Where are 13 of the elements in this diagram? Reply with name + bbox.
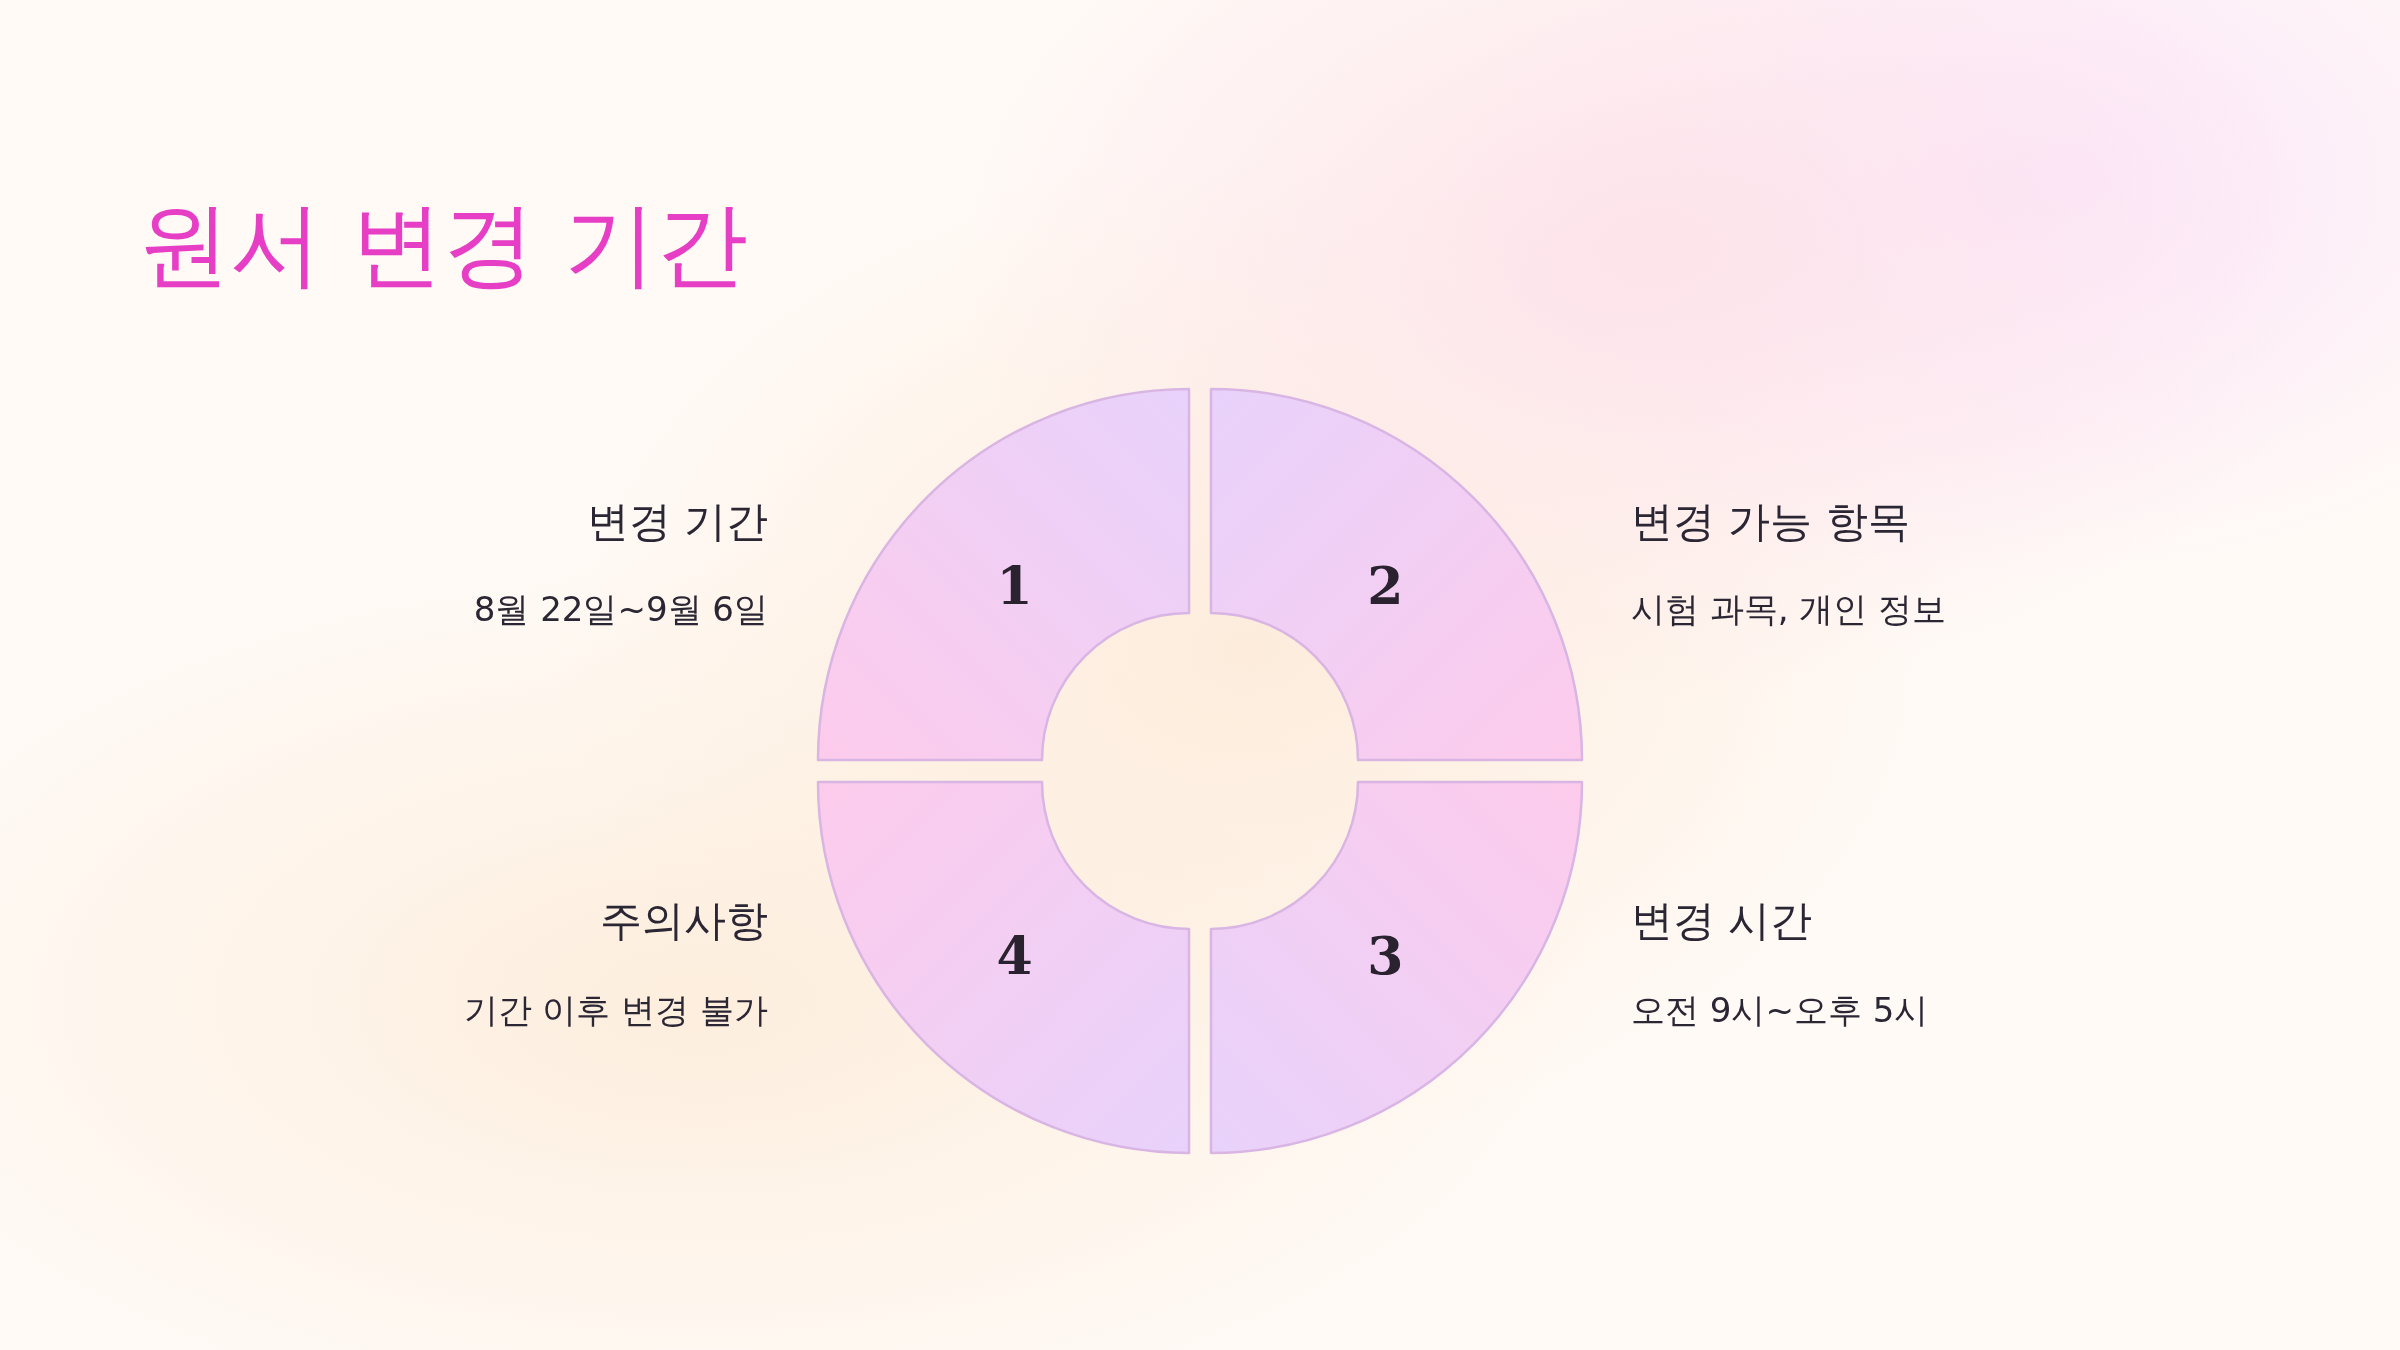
step-description: 기간 이후 변경 불가 (463, 989, 768, 1031)
step-number: 4 (996, 930, 1033, 983)
title: 원서 변경 기간 (138, 190, 749, 300)
step-description: 8월 22일~9월 6일 (473, 588, 768, 630)
step-heading: 변경 시간 (1631, 895, 1813, 947)
step-description: 오전 9시~오후 5시 (1631, 989, 1929, 1031)
step-description: 시험 과목, 개인 정보 (1631, 588, 1947, 630)
step-number: 2 (1367, 559, 1404, 612)
step-heading: 주의사항 (600, 895, 768, 947)
step-number: 1 (996, 559, 1033, 612)
step-heading: 변경 가능 항목 (1631, 496, 1910, 548)
step-number: 3 (1367, 930, 1404, 983)
step-heading: 변경 기간 (586, 496, 768, 548)
